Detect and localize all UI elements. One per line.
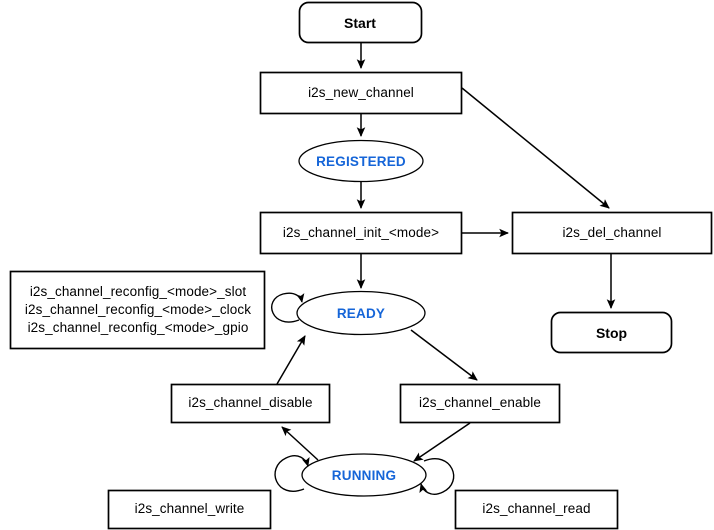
- new-channel-node-shape: [259, 71, 463, 115]
- channel-write-node-shape: [107, 489, 272, 530]
- stop-node-shape: [550, 311, 673, 354]
- del-channel-node-shape: [511, 211, 713, 255]
- channel-init-node-shape: [259, 211, 463, 255]
- edge-running-to-channel-disable: [281, 426, 319, 461]
- start-node-shape: [298, 1, 423, 44]
- edge-new-channel-to-del-channel: [461, 87, 610, 209]
- channel-enable-node-shape: [399, 383, 561, 424]
- edge-running-self-loop-left: [274, 455, 310, 492]
- reconfig-node-shape: [9, 270, 266, 350]
- edge-channel-enable-to-running: [413, 422, 471, 462]
- channel-disable-node-shape: [170, 383, 331, 424]
- ready-node-shape: [296, 290, 426, 336]
- edge-running-self-loop-right: [419, 458, 455, 495]
- edge-ready-self-loop: [271, 292, 305, 323]
- channel-read-node-shape: [454, 489, 619, 530]
- registered-node-shape: [298, 139, 424, 183]
- edge-ready-to-channel-enable: [410, 329, 478, 381]
- running-node-shape: [301, 453, 427, 497]
- edge-channel-disable-to-ready: [276, 335, 306, 385]
